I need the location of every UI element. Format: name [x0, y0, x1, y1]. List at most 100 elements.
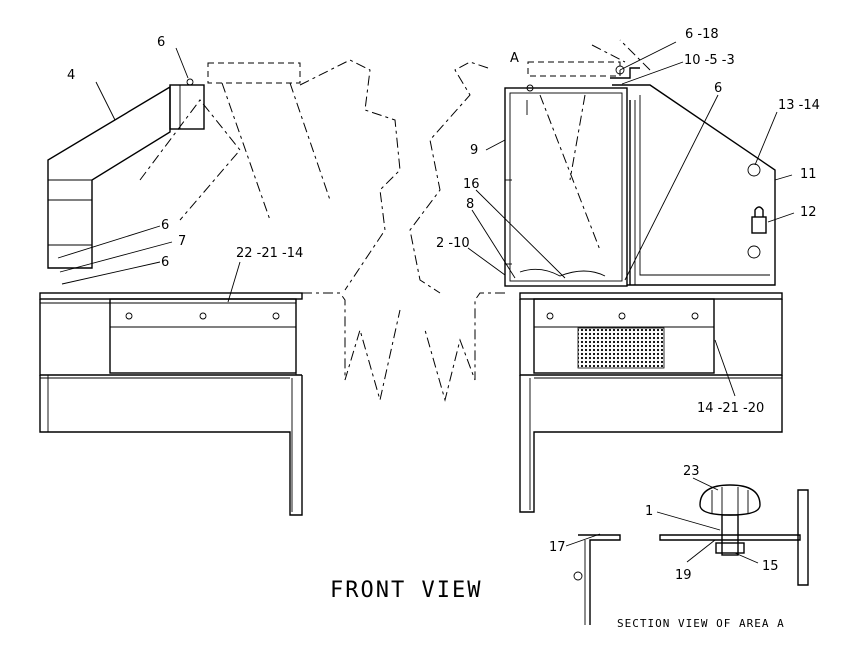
label-6: 6: [161, 255, 169, 270]
battery-box: [504, 87, 628, 287]
left-bracket: [169, 84, 205, 130]
label-8: 8: [466, 197, 474, 212]
knob-grip: [711, 487, 749, 515]
label-17: 17: [549, 540, 566, 555]
label-11: 11: [800, 167, 817, 182]
leader-17: [565, 533, 601, 547]
left-phantom-inner: [139, 99, 241, 221]
label-A: A: [510, 51, 519, 66]
section-wall: [797, 489, 809, 586]
right-phantom-bottom: [424, 292, 505, 402]
leader-15: [734, 552, 759, 564]
leader-23: [692, 477, 719, 491]
leader-16: [475, 189, 566, 279]
leader-6: [175, 47, 189, 79]
leader-6-18: [619, 41, 677, 71]
label-9: 9: [470, 143, 478, 158]
corner-bolt: [526, 84, 534, 92]
leader-22: [227, 261, 241, 303]
left-base-inner: [40, 302, 297, 375]
leader-19: [686, 539, 716, 563]
left-access-panel: [109, 298, 297, 374]
top-latch: [610, 67, 640, 79]
label-6-18: 6 -18: [685, 27, 719, 42]
section-view-title: SECTION VIEW OF AREA A: [617, 617, 785, 630]
knob-stem: [721, 514, 739, 556]
left-base-top-rail: [39, 292, 303, 300]
left-base-outline: [39, 299, 302, 376]
left-phantom-break: [299, 59, 401, 291]
leader-7: [59, 241, 173, 273]
leader-13-14: [754, 111, 778, 166]
side-cover-inner: [639, 95, 770, 276]
label-6: 6: [157, 35, 165, 50]
right-base-lower: [519, 375, 783, 513]
right-phantom-top: [591, 39, 651, 71]
label-19: 19: [675, 568, 692, 583]
leader-6: [61, 261, 161, 285]
vent-grille: [577, 327, 665, 369]
leader-11: [774, 174, 793, 181]
section-nut: [715, 542, 745, 554]
leader-10-5-3: [621, 61, 684, 85]
right-assembly: [409, 39, 783, 513]
leader-9: [485, 139, 506, 151]
label-13-14: 13 -14: [778, 98, 820, 113]
section-left-bracket: [578, 534, 621, 625]
knob: [699, 484, 761, 516]
latch-bolt: [615, 65, 625, 75]
leader-12: [767, 212, 795, 223]
label-10-5-3: 10 -5 -3: [684, 53, 735, 68]
right-access-panel: [533, 298, 715, 374]
leader-6: [57, 225, 161, 259]
left-panel-bolt: [272, 312, 280, 320]
left-top-bolt: [186, 78, 194, 86]
label-6: 6: [161, 218, 169, 233]
left-arm-edge: [48, 199, 92, 246]
left-assembly: [39, 59, 401, 516]
label-15: 15: [762, 559, 779, 574]
right-panel-bolt: [691, 312, 699, 320]
label-7: 7: [178, 234, 186, 249]
left-arm: [47, 85, 171, 269]
leader-2-10: [467, 247, 506, 276]
label-16: 16: [463, 177, 480, 192]
label-2-10: 2 -10: [436, 236, 470, 251]
padlock-body: [751, 216, 767, 234]
battery-strap: [519, 268, 606, 277]
leader-4: [95, 81, 116, 121]
label-14-21-20: 14 -21 -20: [697, 401, 764, 416]
cover-hole: [747, 163, 761, 177]
right-panel-bolt: [618, 312, 626, 320]
label-1: 1: [645, 504, 653, 519]
right-base-top-rail: [519, 292, 783, 300]
label-22-21-14: 22 -21 -14: [236, 246, 303, 261]
section-view-detail: [573, 484, 809, 625]
front-view-title: FRONT VIEW: [330, 578, 482, 603]
cover-hole: [747, 245, 761, 259]
label-23: 23: [683, 464, 700, 479]
left-base-lower: [39, 375, 303, 516]
left-phantom-line: [221, 82, 331, 221]
leader-8: [471, 209, 516, 279]
left-phantom-cap: [207, 62, 301, 84]
leader-6-right: [624, 94, 719, 281]
label-4: 4: [67, 68, 75, 83]
right-phantom-break: [409, 61, 489, 294]
leader-14-21-20: [714, 339, 736, 397]
right-base-outline: [519, 299, 783, 376]
right-panel-bolt: [546, 312, 554, 320]
padlock-shackle: [754, 206, 764, 217]
leader-lines: [57, 41, 795, 564]
section-plate: [659, 534, 801, 541]
side-cover: [612, 84, 776, 286]
left-panel-bolt: [125, 312, 133, 320]
left-phantom-bottom: [302, 292, 401, 401]
right-phantom-cap: [527, 61, 621, 77]
label-6: 6: [714, 81, 722, 96]
right-phantom-inner: [539, 94, 601, 251]
left-panel-bolt: [199, 312, 207, 320]
leader-1: [656, 511, 721, 531]
battery-box-inner: [509, 92, 623, 282]
